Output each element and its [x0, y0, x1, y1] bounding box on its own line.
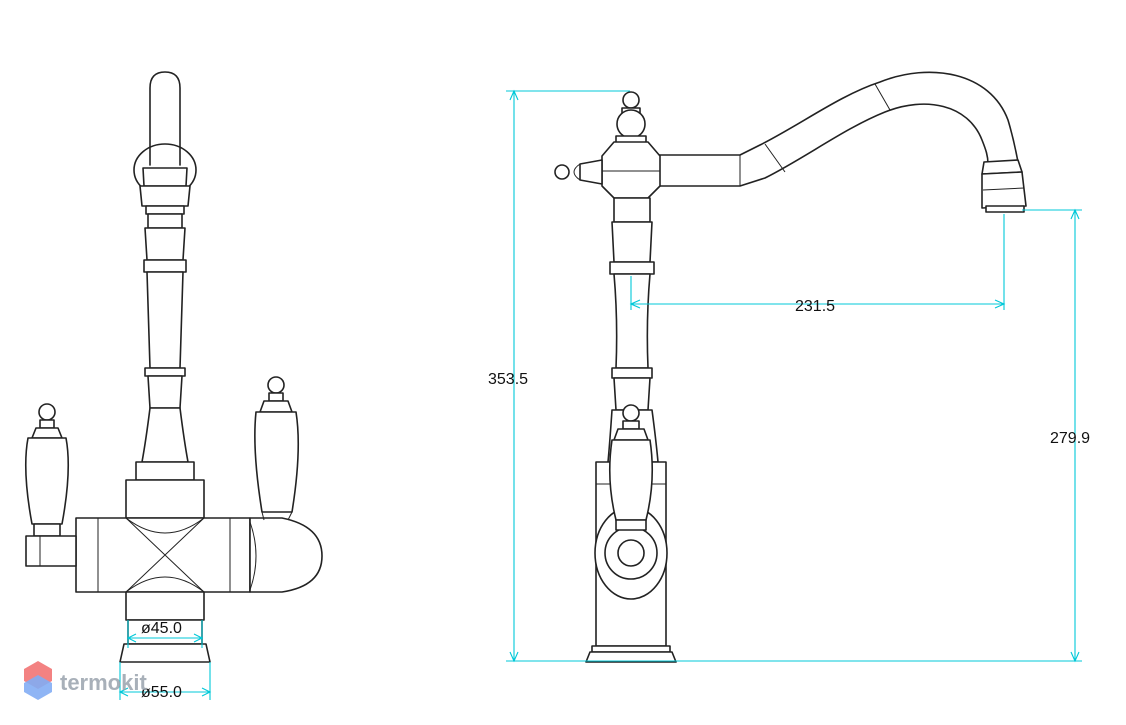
- dimension-height-total: 353.5: [488, 371, 528, 388]
- side-view: [554, 71, 1027, 663]
- watermark-text: termokit: [60, 670, 147, 695]
- watermark: termokit: [24, 661, 147, 700]
- dimension-height-spout: 279.9: [1050, 430, 1090, 447]
- dimension-diameter-base: ø55.0: [141, 684, 182, 701]
- dimension-diameter-top: ø45.0: [141, 620, 182, 637]
- front-view: [24, 71, 323, 663]
- dimension-spout-reach: 231.5: [795, 298, 835, 315]
- hexagon-logo-icon: [24, 661, 52, 700]
- dimension-lines: [118, 89, 1082, 700]
